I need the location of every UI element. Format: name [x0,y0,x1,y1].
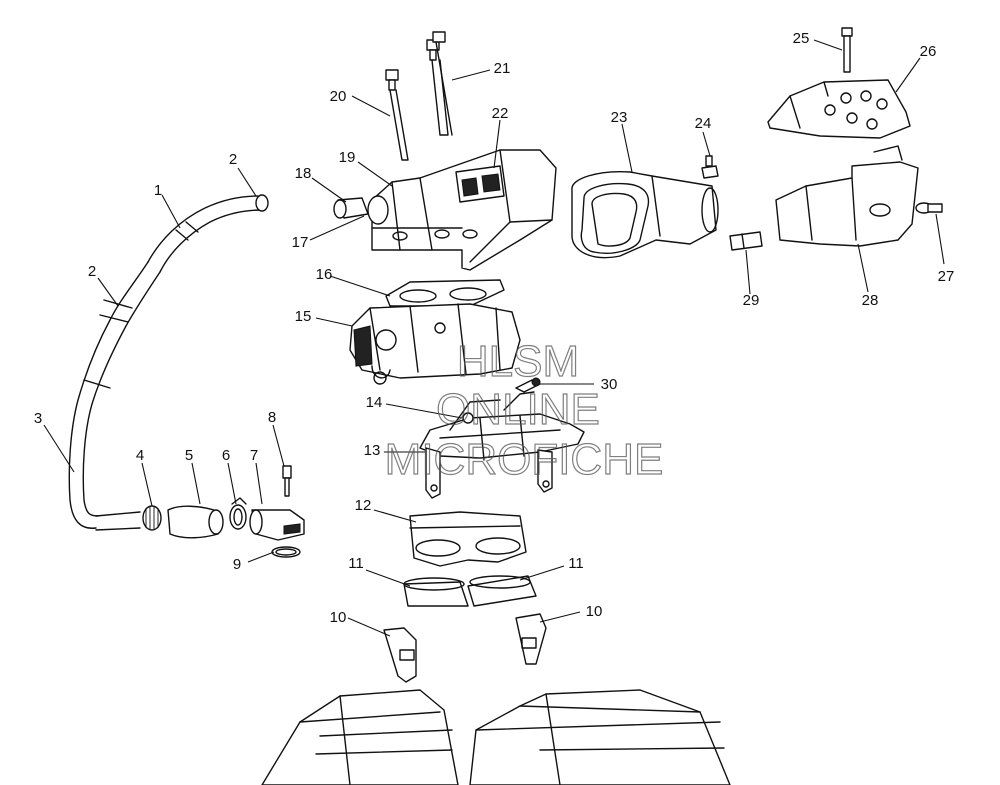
callout-12: 12 [355,497,372,514]
intake-seal-right [467,575,537,607]
watermark-line-1: HLSM [457,337,579,386]
callout-2-lower: 2 [88,263,96,280]
callout-2-upper: 2 [229,151,237,168]
airbox-cover-lower [775,145,919,247]
callout-30: 30 [601,376,618,393]
callout-20: 20 [330,88,347,105]
watermark-line-3: MICROFICHE [385,435,664,484]
vent-fitting [701,155,719,179]
callout-25: 25 [793,30,810,47]
long-bolt-left [385,69,409,161]
long-bolt-right [426,31,453,136]
leader-lines [43,39,945,637]
callout-27: 27 [938,268,955,285]
callout-24: 24 [695,115,712,132]
housing-bolt [282,465,292,497]
callout-9: 9 [233,556,241,573]
callout-10-right: 10 [586,603,603,620]
hose-coupler [167,505,224,539]
throttle-body [349,303,521,385]
callout-1: 1 [154,182,162,199]
callout-8: 8 [268,409,276,426]
callout-22: 22 [492,105,509,122]
callout-18: 18 [295,165,312,182]
callout-4: 4 [136,447,144,464]
airbox-cover-top [767,79,911,139]
callout-23: 23 [611,109,628,126]
callout-15: 15 [295,308,312,325]
air-filter-element [571,170,719,259]
callout-21: 21 [494,60,511,77]
throttle-body-gasket [385,279,505,307]
band-clamp [229,497,247,530]
callout-29: 29 [743,292,760,309]
callout-7: 7 [250,447,258,464]
callout-14: 14 [366,394,383,411]
cover-screw [915,202,943,214]
callout-11-left: 11 [348,555,364,572]
cylinder-head-left [261,689,459,785]
pressure-fitting [462,412,474,424]
air-intake-plenum [371,149,557,271]
fuel-injector-right [515,613,547,665]
callout-19: 19 [339,149,356,166]
o-ring [271,546,301,558]
fuel-rail [419,391,585,499]
callout-17: 17 [292,234,309,251]
thermostat-housing [249,509,305,541]
callout-6: 6 [222,447,230,464]
callout-26: 26 [920,43,937,60]
fuel-injector-left [383,627,417,683]
callout-3: 3 [34,410,42,427]
watermark-line-2: ONLINE [436,385,600,434]
intake-seal-left [403,577,469,607]
electrical-connector [455,165,505,203]
callout-28: 28 [862,292,879,309]
intake-sensor [333,195,389,225]
callout-labels: 1 2 2 3 4 5 6 7 8 9 10 10 11 11 12 13 14… [34,30,955,626]
drain-valve [729,231,763,251]
callout-10-left: 10 [330,609,347,626]
hose-assembly [68,194,269,531]
callout-16: 16 [316,266,333,283]
callout-11-right: 11 [568,555,584,572]
cover-bolt [841,27,853,73]
callout-13: 13 [364,442,381,459]
callout-5: 5 [185,447,193,464]
cylinder-head-right [469,689,731,785]
hose-clamp [142,505,162,531]
intake-manifold-boot [409,511,527,567]
watermark: HLSM ONLINE MICROFICHE [384,336,664,484]
